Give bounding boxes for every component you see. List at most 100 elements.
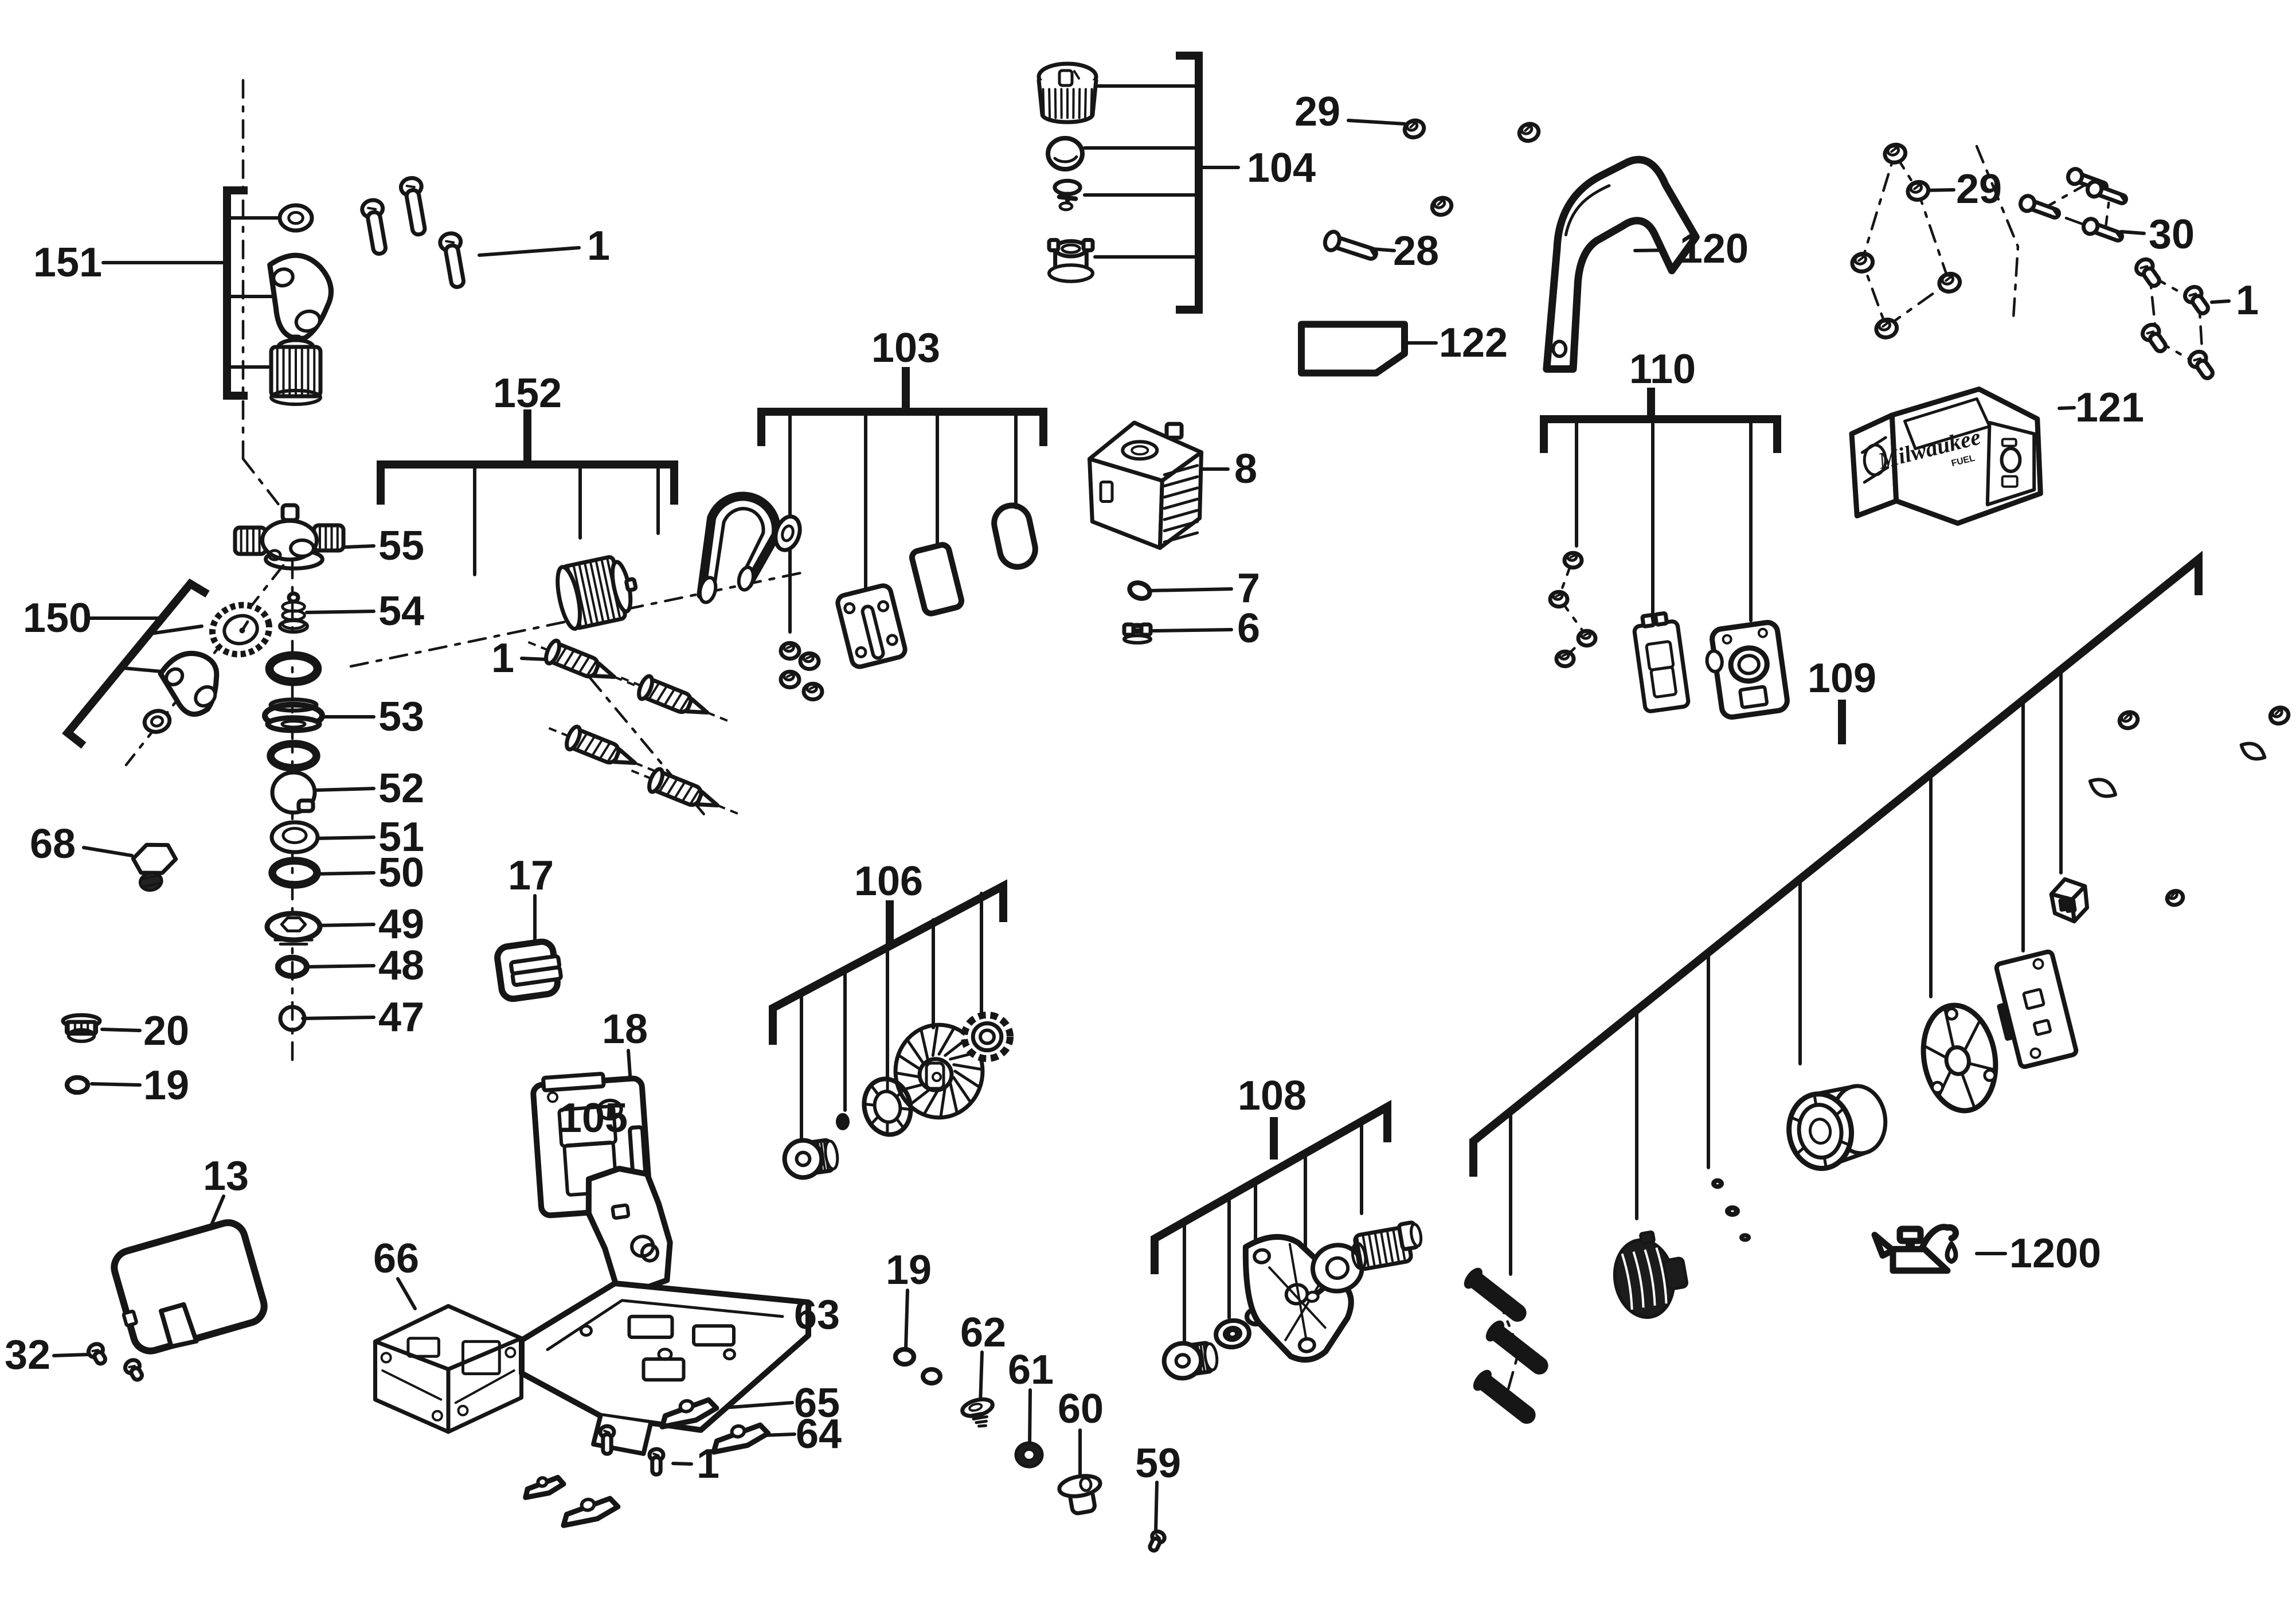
- leader-line-18: [1152, 628, 1233, 633]
- callout-label-18: 18: [602, 1006, 648, 1052]
- group-bracket-8: [62, 578, 210, 749]
- callout-label-121: 121: [2075, 385, 2144, 431]
- group-bracket-14: [1469, 551, 2203, 1177]
- callout-label-49: 49: [378, 901, 424, 947]
- part-retaining-ring: [278, 1005, 307, 1032]
- callout-label-32: 32: [5, 1332, 50, 1378]
- part-check-valve: [1053, 178, 1082, 212]
- part-screw-head: [798, 651, 821, 672]
- callout-label-17: 17: [508, 853, 554, 899]
- leader-line-26: [2210, 299, 2231, 304]
- callout-label-59: 59: [1135, 1440, 1181, 1486]
- part-pcb: [1994, 949, 2079, 1069]
- callout-label-1200: 1200: [2009, 1231, 2101, 1276]
- part-screw: [123, 1358, 144, 1382]
- part-gasket: [585, 1165, 673, 1294]
- part-screw-head: [1554, 649, 1576, 669]
- part-screw-pin: [2134, 257, 2161, 288]
- callout-label-1: 1: [491, 635, 514, 681]
- part-regulator-plate: [1705, 620, 1790, 720]
- callout-label-20: 20: [143, 1008, 189, 1054]
- callout-label-105: 105: [559, 1095, 628, 1141]
- callout-label-152: 152: [493, 370, 562, 416]
- part-screw-pin: [2141, 322, 2168, 353]
- part-screw-head: [779, 641, 801, 661]
- part-clevis-pin: [1323, 229, 1378, 261]
- callout-label-55: 55: [378, 523, 424, 569]
- leader-line-20: [1347, 119, 1406, 126]
- part-threaded-screw: [631, 767, 741, 816]
- part-screw-head: [1402, 118, 1426, 140]
- leader-line-31: [671, 1462, 693, 1466]
- leader-line-75: [904, 1289, 909, 1350]
- part-lock-nut: [961, 1012, 1014, 1062]
- callout-label-50: 50: [378, 850, 424, 896]
- leader-line-79: [1154, 1481, 1159, 1534]
- callout-label-28: 28: [1393, 228, 1439, 274]
- part-cap-bushing: [1047, 238, 1095, 283]
- part-washer: [773, 514, 802, 552]
- part-threaded-screw: [620, 674, 730, 723]
- part-screw-head: [779, 669, 801, 690]
- part-foot: [523, 1474, 566, 1500]
- part-ball: [836, 1113, 850, 1130]
- axis-line-6: [1860, 152, 1951, 329]
- leader-line-74: [396, 1277, 417, 1310]
- callout-label-106: 106: [854, 858, 923, 904]
- part-clutch-assembly: [1305, 1220, 1423, 1303]
- part-valve-screw: [960, 1397, 995, 1428]
- callout-label-61: 61: [1008, 1347, 1054, 1393]
- callout-label-1: 1: [697, 1441, 719, 1487]
- part-clip: [2088, 778, 2118, 798]
- part-screw-pin: [360, 198, 388, 256]
- part-cap-pin: [2081, 217, 2125, 243]
- part-rotor: [1613, 1230, 1688, 1319]
- callout-label-19: 19: [143, 1063, 189, 1108]
- part-screw-head: [1906, 179, 1931, 202]
- axis-line-5: [562, 645, 706, 816]
- callout-label-108: 108: [1238, 1073, 1307, 1119]
- callout-label-109: 109: [1808, 655, 1876, 701]
- part-screw-head: [2165, 889, 2185, 907]
- part-o-ring-small: [893, 1346, 917, 1367]
- group-bracket-2: [377, 460, 678, 505]
- axis-line-11: [1975, 145, 2020, 320]
- part-foot: [711, 1422, 771, 1455]
- part-screw-head: [1430, 196, 1454, 217]
- callout-label-66: 66: [373, 1236, 419, 1282]
- part-filter-cap: [556, 555, 638, 631]
- part-switch: [1632, 611, 1691, 713]
- part-flanged-washer: [1214, 1318, 1251, 1350]
- leader-line-13: [100, 1028, 142, 1032]
- part-screw-pin: [398, 176, 427, 237]
- axis-line-9: [1557, 557, 1589, 659]
- callout-label-151: 151: [33, 240, 102, 286]
- callout-label-150: 150: [23, 595, 92, 641]
- leader-line-9: [304, 964, 376, 969]
- callout-label-30: 30: [2149, 212, 2195, 257]
- callout-label-6: 6: [1237, 606, 1260, 651]
- callout-label-52: 52: [378, 766, 424, 811]
- callout-label-60: 60: [1058, 1386, 1104, 1432]
- part-pivot: [1057, 1474, 1102, 1516]
- part-screw-head: [1874, 317, 1899, 339]
- callout-label-29: 29: [1956, 166, 2002, 212]
- part-oil-can: [1871, 1224, 1959, 1274]
- part-hex-fitting: [131, 842, 178, 892]
- callout-label-19: 19: [886, 1247, 932, 1293]
- part-grommet: [1014, 1441, 1044, 1469]
- part-screw-head: [1850, 251, 1875, 274]
- group-bracket-5: [1176, 52, 1203, 314]
- part-seal-disc: [1046, 136, 1085, 171]
- part-knurled-knob: [269, 334, 323, 406]
- part-valve-plate: [835, 583, 908, 669]
- part-pump-head: [233, 503, 346, 571]
- part-plug: [1122, 622, 1153, 645]
- part-screw: [86, 1342, 107, 1366]
- callout-label-63: 63: [794, 1292, 840, 1338]
- callout-label-1: 1: [2236, 278, 2259, 323]
- part-long-screw: [1485, 1320, 1548, 1375]
- leader-line-32: [52, 1353, 91, 1357]
